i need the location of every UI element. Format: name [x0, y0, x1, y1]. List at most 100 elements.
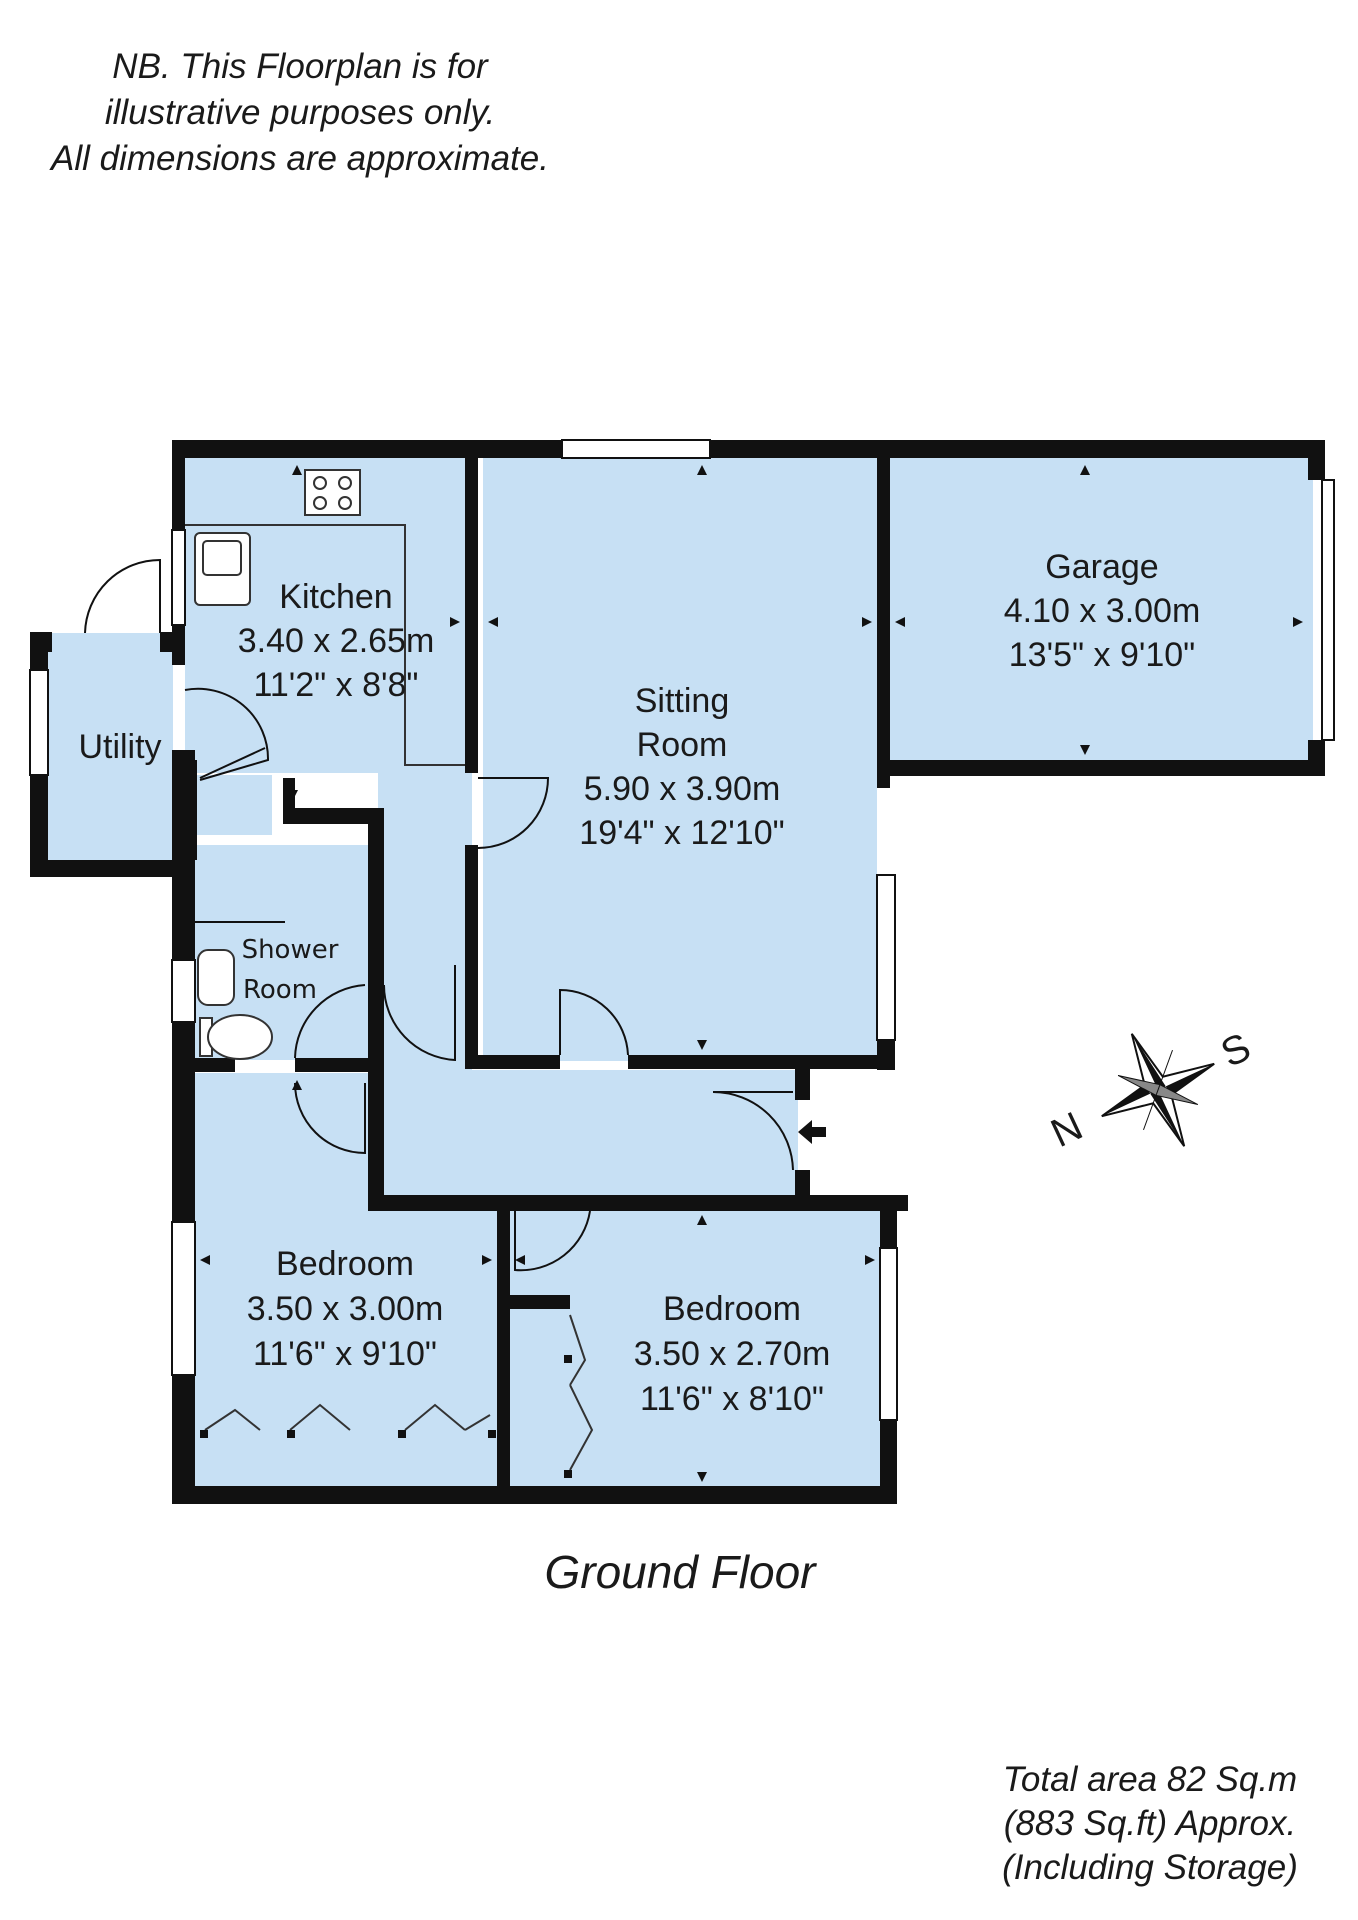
disclaimer-line-1: NB. This Floorplan is for: [112, 47, 488, 86]
window-sitting-right: [876, 874, 896, 1041]
sitting-room-label-1: Sitting: [635, 682, 730, 720]
wall-shower-right: [368, 808, 384, 978]
wall-bedroom-divider: [497, 1205, 510, 1495]
kitchen-metric: 3.40 x 2.65m: [238, 622, 435, 660]
wardrobe-doors-bedroom-1: [204, 1403, 491, 1431]
doors: [84, 558, 794, 1272]
wall-wardrobe-top: [510, 1295, 570, 1309]
windows: [29, 439, 1335, 1421]
compass-rose: [1101, 1033, 1215, 1147]
arrow-kitchen-top: [292, 465, 302, 475]
arrow-bedroom2-top: [697, 1215, 707, 1225]
shower-room-door: [294, 984, 366, 1059]
wall-top: [172, 440, 1325, 458]
wall-storage-left: [283, 778, 295, 824]
sitting-room-label-2: Room: [637, 726, 728, 764]
disclaimer-line-2: illustrative purposes only.: [104, 93, 496, 132]
hob-ring-1: [313, 476, 327, 490]
arrow-kitchen-right: [450, 617, 460, 627]
hinge: [398, 1430, 406, 1438]
hob-ring-3: [313, 496, 327, 510]
arrow-bedroom2-right: [865, 1255, 875, 1265]
shower-room-label-2: Room: [243, 975, 317, 1005]
wall-utility-bottom: [30, 860, 195, 877]
compass-diagonals: [1117, 1049, 1199, 1131]
wall-bedroom2-right-low: [880, 1420, 897, 1500]
wall-utility-top-right: [160, 632, 185, 652]
kitchen-label: Kitchen: [279, 578, 392, 616]
wall-garage-right-bottom: [1308, 740, 1325, 776]
wall-utility-left-bottom: [30, 775, 48, 877]
arrow-garage-bottom: [1080, 745, 1090, 755]
arrow-sitting-left: [488, 617, 498, 627]
utility-area: [45, 633, 173, 861]
wall-entrance-right-low: [795, 1170, 810, 1198]
hallway-door: [382, 965, 456, 1062]
bedroom-2-imperial: 11'6" x 8'10": [640, 1380, 824, 1418]
wall-garage-right-top: [1308, 440, 1325, 480]
bedroom-2-metric: 3.50 x 2.70m: [634, 1335, 831, 1373]
wall-sitting-left-low: [465, 845, 478, 1065]
fittings: [185, 469, 594, 1471]
garage-label: Garage: [1045, 548, 1158, 586]
hinge: [564, 1470, 572, 1478]
arrow-bedroom2-left: [515, 1255, 525, 1265]
hob-ring-2: [338, 476, 352, 490]
utility-inner-door: [184, 687, 270, 781]
hinge: [564, 1355, 572, 1363]
hob-ring-4: [338, 496, 352, 510]
storage-cupboard-area: [195, 775, 272, 835]
hob: [304, 469, 361, 516]
washbasin: [197, 949, 235, 1006]
disclaimer-line-3: All dimensions are approximate.: [50, 139, 549, 178]
wall-bottom: [172, 1486, 897, 1504]
hallway-area: [378, 773, 472, 1073]
wardrobe-doors-bedroom-2: [569, 1314, 594, 1471]
compass-north-label: N: [1044, 1104, 1089, 1156]
bedroom-2-door: [514, 1210, 591, 1272]
wall-utility-left-top: [30, 632, 48, 670]
entrance-door: [712, 1091, 794, 1171]
wall-hall-bottom: [368, 1195, 908, 1211]
garage-metric: 4.10 x 3.00m: [1004, 592, 1201, 630]
arrow-bedroom1-right: [482, 1255, 492, 1265]
wall-sitting-bottom-left: [465, 1055, 560, 1069]
bedroom-1-door: [294, 1082, 366, 1155]
garage-area: [888, 458, 1313, 760]
garage-imperial: 13'5" x 9'10": [1009, 636, 1195, 674]
total-area-line-3: (Including Storage): [1002, 1848, 1298, 1887]
sitting-room-door: [477, 777, 550, 849]
total-area-note: Total area 82 Sq.m (883 Sq.ft) Approx. (…: [960, 1758, 1340, 1890]
wall-sitting-garage: [877, 458, 890, 788]
shower-room-label-1: Shower: [242, 935, 339, 965]
arrow-utility-kitchen: [292, 1080, 302, 1090]
window-utility-left: [29, 669, 49, 776]
arrow-bedroom2-bottom: [697, 1472, 707, 1482]
kitchen-imperial: 11'2" x 8'8": [253, 666, 418, 704]
utility-outside-door: [84, 558, 161, 634]
hinge: [287, 1430, 295, 1438]
window-bedroom1-left: [171, 1221, 196, 1376]
arrow-garage-top: [1080, 465, 1090, 475]
arrow-sitting-bottom: [697, 1040, 707, 1050]
toilet-bowl: [207, 1014, 273, 1060]
sitting-room-metric: 5.90 x 3.90m: [584, 770, 781, 808]
arrow-sitting-top: [697, 465, 707, 475]
window-sitting-top: [561, 439, 711, 459]
wall-garage-bottom: [877, 760, 1325, 776]
bedroom-2-area: [510, 1210, 888, 1486]
wall-shower-bottom-right: [295, 1058, 384, 1072]
total-area-line-1: Total area 82 Sq.m: [1002, 1760, 1298, 1799]
wall-left-bedroom: [172, 1122, 195, 1222]
wall-left-bedroom-low: [172, 1375, 195, 1500]
wall-sitting-right-low: [877, 1040, 895, 1070]
wall-shower-bottom-left: [195, 1058, 235, 1072]
arrow-storage: [288, 790, 298, 800]
floor-title: Ground Floor: [544, 1546, 816, 1598]
compass-south-label: S: [1214, 1025, 1257, 1076]
sitting-room-imperial: 19'4" x 12'10": [579, 814, 784, 852]
hinge: [488, 1430, 496, 1438]
bedroom-2-label: Bedroom: [663, 1290, 801, 1328]
hinge: [200, 1430, 208, 1438]
